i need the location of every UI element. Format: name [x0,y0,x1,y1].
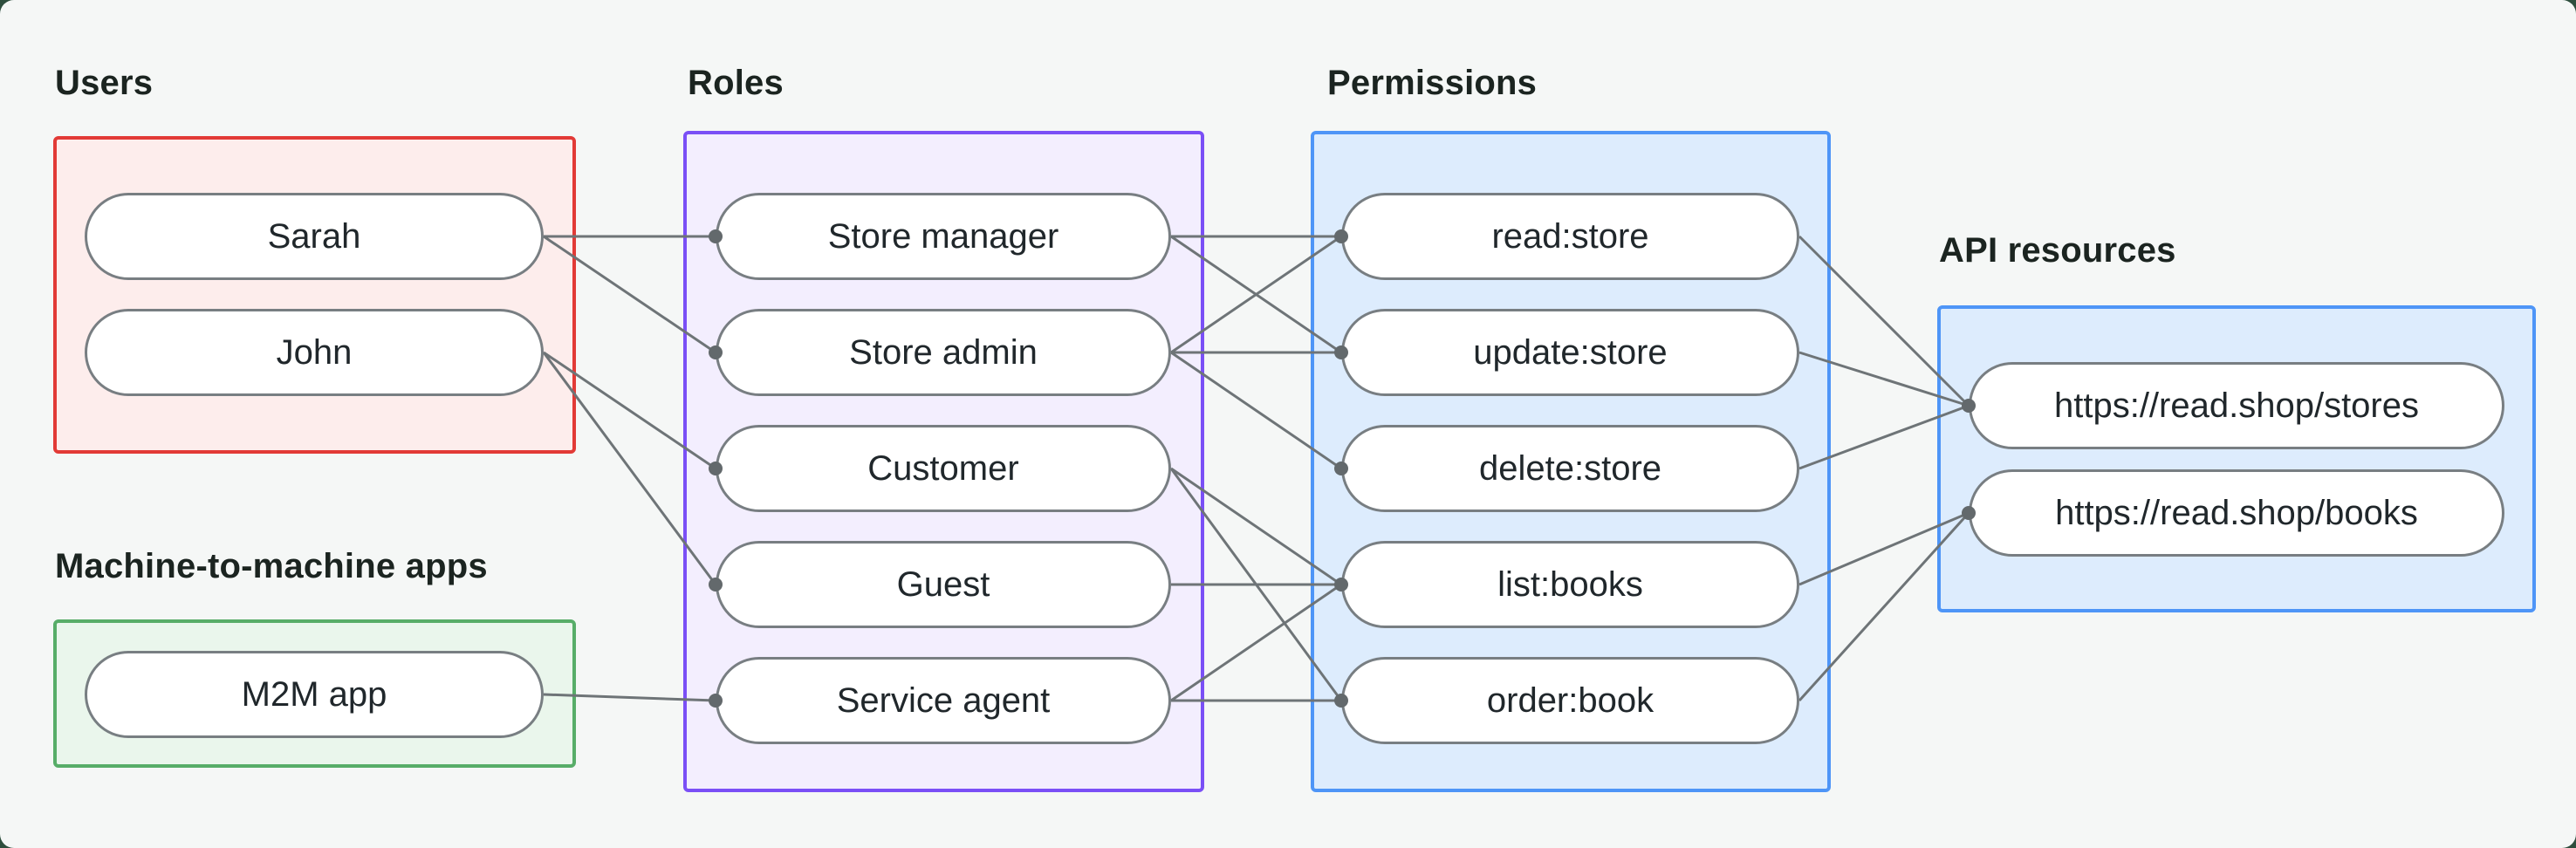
node-books-resource: https://read.shop/books [1969,469,2504,557]
node-customer: Customer [716,425,1171,512]
node-list-books: list:books [1341,541,1799,628]
node-store-manager: Store manager [716,193,1171,280]
node-stores-resource: https://read.shop/stores [1969,362,2504,449]
users-label: Users [55,64,154,102]
node-service-agent: Service agent [716,657,1171,744]
api-label: API resources [1939,231,2176,270]
node-john: John [85,309,544,396]
node-sarah: Sarah [85,193,544,280]
users-group [53,136,576,454]
node-order-book: order:book [1341,657,1799,744]
node-read-store: read:store [1341,193,1799,280]
roles-label: Roles [688,64,784,102]
node-delete-store: delete:store [1341,425,1799,512]
api-group [1937,305,2536,612]
permissions-label: Permissions [1327,64,1538,102]
node-m2m-app: M2M app [85,651,544,738]
node-store-admin: Store admin [716,309,1171,396]
m2m-label: Machine-to-machine apps [55,547,488,585]
node-guest: Guest [716,541,1171,628]
node-update-store: update:store [1341,309,1799,396]
